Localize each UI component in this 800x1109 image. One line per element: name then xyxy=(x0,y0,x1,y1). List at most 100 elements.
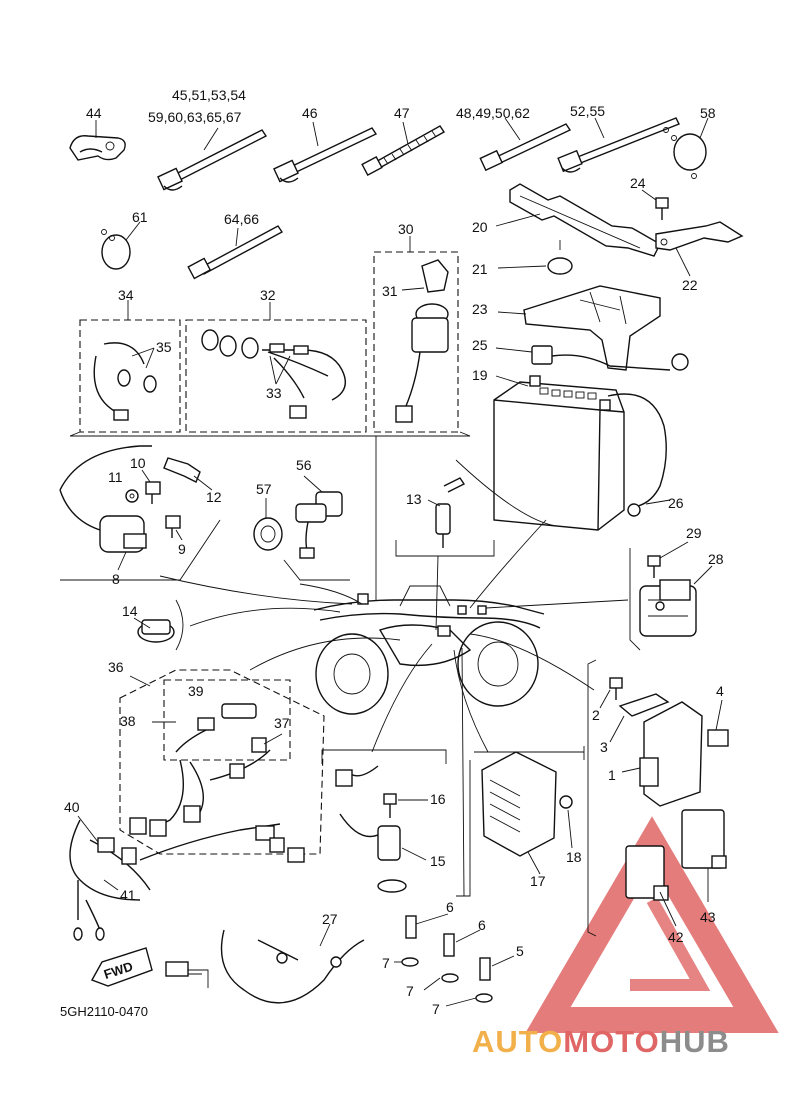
label-15: 15 xyxy=(430,853,446,869)
part-36-subharness xyxy=(129,749,271,837)
atv-vehicle-outline xyxy=(313,585,545,715)
part-27-lead xyxy=(165,929,365,1004)
label-13: 13 xyxy=(406,491,422,507)
part-24-bolt xyxy=(655,197,669,220)
part-2-bolt xyxy=(609,677,623,700)
label-7-c: 7 xyxy=(432,1001,440,1017)
part-22-bracket xyxy=(655,221,744,251)
group-30-box xyxy=(373,251,459,433)
label-18: 18 xyxy=(566,849,582,865)
label-44: 44 xyxy=(86,105,102,121)
group-32-box xyxy=(185,319,367,433)
part-37-connector xyxy=(251,737,267,753)
label-37: 37 xyxy=(274,715,290,731)
part-42-relay xyxy=(625,845,669,901)
part-20-battery-band xyxy=(509,183,661,257)
part-25-fuse-holder xyxy=(531,345,689,371)
label-46: 46 xyxy=(302,105,318,121)
leader-lines xyxy=(159,436,629,897)
part-39-diode xyxy=(175,703,257,753)
svg-text:AUTOMOTOHUB: AUTOMOTOHUB xyxy=(472,1024,730,1059)
part-46-cable-tie xyxy=(273,127,378,183)
label-41: 41 xyxy=(120,887,136,903)
label-28: 28 xyxy=(708,551,724,567)
part-56-starter-relay xyxy=(295,491,343,559)
watermark-auto: AUTO xyxy=(472,1024,563,1059)
label-34: 34 xyxy=(118,287,134,303)
label-35: 35 xyxy=(156,339,172,355)
part-19-battery xyxy=(493,375,625,531)
part-6-switch-b xyxy=(441,933,459,983)
label-22: 22 xyxy=(682,277,698,293)
diagram-code: 5GH2110-0470 xyxy=(60,1004,148,1019)
callout-labels: 44 45,51,53,54 59,60,63,65,67 46 47 48,4… xyxy=(60,87,724,1019)
part-8-ignition-coil xyxy=(59,445,152,553)
group-36-box xyxy=(119,669,325,855)
group-34-box xyxy=(79,319,181,433)
part-1-cdi-unit xyxy=(639,701,703,807)
part-11-washer xyxy=(125,489,139,503)
label-61: 61 xyxy=(132,209,148,225)
part-45-cable-tie xyxy=(157,129,268,191)
label-7-b: 7 xyxy=(406,983,414,999)
label-21: 21 xyxy=(472,261,488,277)
part-3-bracket xyxy=(618,693,670,717)
part-9-bolt xyxy=(165,515,181,538)
label-45-group-line2: 59,60,63,65,67 xyxy=(148,109,242,125)
label-17: 17 xyxy=(530,873,546,889)
fwd-direction-arrow: FWD xyxy=(90,947,153,987)
part-30-main-switch xyxy=(395,259,449,423)
part-17-rectifier xyxy=(481,751,557,857)
part-5-switch xyxy=(475,957,493,1003)
label-64-group: 64,66 xyxy=(224,211,259,227)
label-36: 36 xyxy=(108,659,124,675)
part-43-unit xyxy=(681,809,727,869)
part-28-relay xyxy=(639,579,697,637)
label-38: 38 xyxy=(120,713,136,729)
part-64-cable-tie xyxy=(187,225,284,280)
part-18-bolt xyxy=(559,795,573,809)
label-2: 2 xyxy=(592,707,600,723)
label-14: 14 xyxy=(122,603,138,619)
label-43: 43 xyxy=(700,909,716,925)
label-56: 56 xyxy=(296,457,312,473)
part-57-nut xyxy=(253,517,283,551)
watermark-triangle xyxy=(525,816,779,1033)
part-61-ring xyxy=(101,229,131,270)
label-10: 10 xyxy=(130,455,146,471)
watermark-moto: MOTO xyxy=(563,1024,659,1059)
watermark-triangle-inner xyxy=(630,897,711,991)
label-47: 47 xyxy=(394,105,410,121)
label-31: 31 xyxy=(382,283,398,299)
part-40-wire-harness xyxy=(69,819,305,941)
part-29-bolt xyxy=(647,555,661,578)
label-19: 19 xyxy=(472,367,488,383)
part-23-battery-case xyxy=(523,285,661,371)
label-25: 25 xyxy=(472,337,488,353)
part-32-lead-wire xyxy=(201,329,346,419)
part-6-switch-a xyxy=(401,915,419,967)
label-27: 27 xyxy=(322,911,338,927)
part-13-spark-plug xyxy=(435,477,466,548)
label-26: 26 xyxy=(668,495,684,511)
label-40: 40 xyxy=(64,799,80,815)
part-48-cable-tie xyxy=(479,123,572,172)
label-57: 57 xyxy=(256,481,272,497)
watermark-hub: HUB xyxy=(660,1024,730,1059)
label-4: 4 xyxy=(716,683,724,699)
label-24: 24 xyxy=(630,175,646,191)
label-30: 30 xyxy=(398,221,414,237)
label-12: 12 xyxy=(206,489,222,505)
part-10-bolt xyxy=(145,481,161,504)
label-29: 29 xyxy=(686,525,702,541)
part-15-sensor xyxy=(335,765,407,893)
label-9: 9 xyxy=(178,541,186,557)
part-44-clamp xyxy=(69,135,126,161)
label-16: 16 xyxy=(430,791,446,807)
part-34-wire xyxy=(93,342,157,421)
label-33: 33 xyxy=(266,385,282,401)
part-26-minus-lead xyxy=(607,393,667,517)
part-52-cable-tie xyxy=(557,117,680,173)
